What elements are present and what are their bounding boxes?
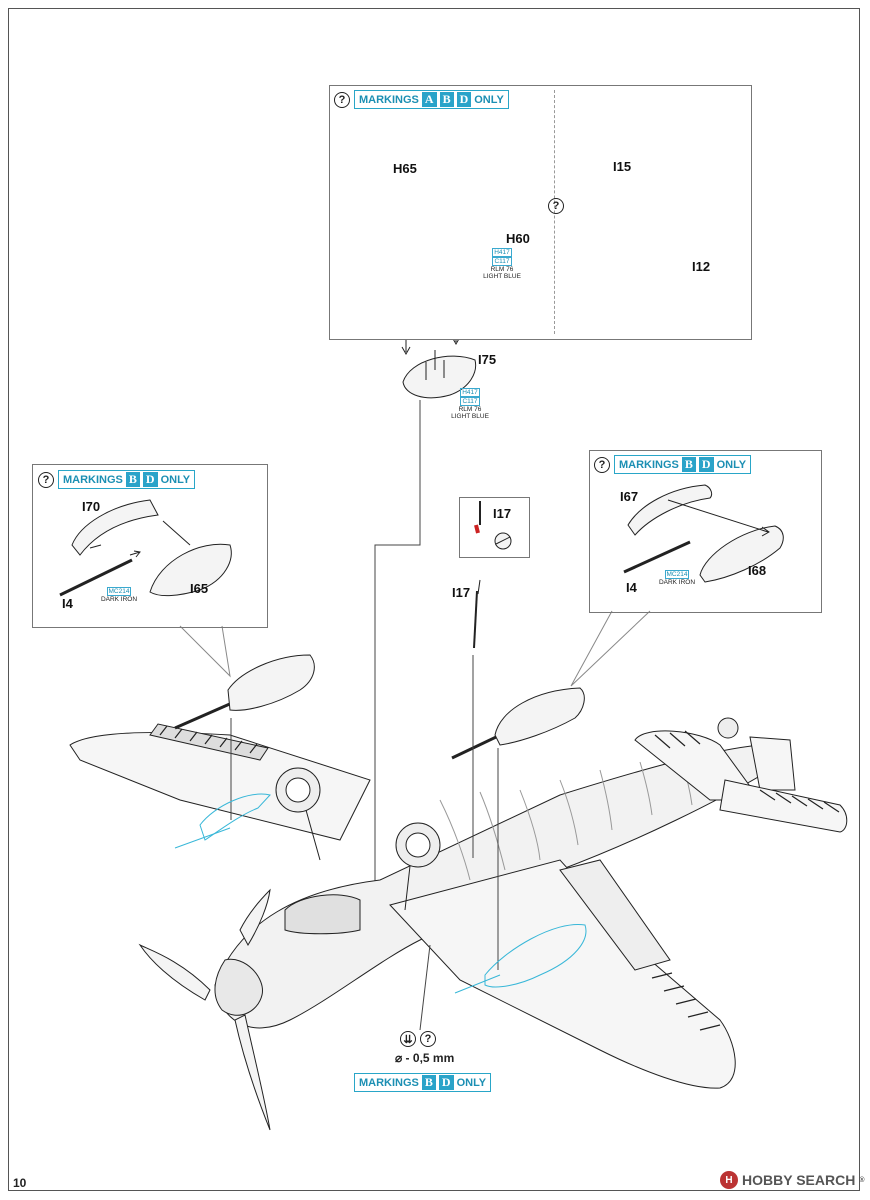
top-callout <box>329 85 752 340</box>
markings-prefix: MARKINGS <box>359 1076 419 1089</box>
part-label-h65: H65 <box>393 161 417 176</box>
marking-letter: B <box>439 92 454 107</box>
part-label-i68: I68 <box>748 563 767 578</box>
markings-suffix: ONLY <box>160 473 191 486</box>
part-label-i67: I67 <box>620 489 639 504</box>
part-label-i4: I4 <box>62 596 73 611</box>
paint-code: H417 <box>492 248 512 257</box>
question-icon: ? <box>420 1031 436 1047</box>
markings-suffix: ONLY <box>456 1076 487 1089</box>
part-label-i65: I65 <box>190 581 209 596</box>
markings-badge: MARKINGS A B D ONLY <box>354 90 509 109</box>
paint-code: MC214 <box>106 587 132 596</box>
part-label-i17-aircraft: I17 <box>452 585 471 600</box>
left-callout <box>32 464 268 628</box>
paint-callout-dark-iron: MC214 DARK IRON <box>654 570 700 586</box>
markings-suffix: ONLY <box>716 458 747 471</box>
drill-icon: ⇊ <box>400 1031 416 1047</box>
paint-code: H417 <box>460 388 480 397</box>
small-callout <box>459 497 530 558</box>
paint-code: C117 <box>492 257 512 266</box>
part-label-i4: I4 <box>626 580 637 595</box>
watermark-text: HOBBY SEARCH <box>742 1172 856 1188</box>
marking-letter: D <box>142 472 158 487</box>
paint-callout-dark-iron: MC214 DARK IRON <box>96 587 142 603</box>
marking-letter: A <box>421 92 437 107</box>
page-number: 10 <box>13 1176 27 1190</box>
paint-code: C117 <box>460 397 480 406</box>
right-markings-row: ? MARKINGS B D ONLY <box>594 455 752 474</box>
markings-badge: MARKINGS B D ONLY <box>354 1073 492 1092</box>
marking-letter: D <box>698 457 714 472</box>
markings-prefix: MARKINGS <box>359 93 419 106</box>
right-callout <box>589 450 822 613</box>
paint-desc: DARK IRON <box>100 596 138 603</box>
question-icon: ? <box>334 91 350 108</box>
watermark: H HOBBY SEARCH ® <box>720 1171 864 1189</box>
part-label-i12: I12 <box>692 259 711 274</box>
part-label-i75: I75 <box>478 352 497 367</box>
watermark-logo: H <box>720 1171 738 1189</box>
marking-letter: D <box>438 1075 454 1090</box>
part-label-i15: I15 <box>613 159 632 174</box>
paint-name: RLM 76 <box>490 266 514 273</box>
left-markings-row: ? MARKINGS B D ONLY <box>38 470 196 489</box>
page-frame <box>8 8 860 1191</box>
markings-prefix: MARKINGS <box>63 473 123 486</box>
bottom-markings-row: MARKINGS B D ONLY <box>354 1073 492 1092</box>
option-question-icon: ? <box>548 198 564 214</box>
paint-desc: LIGHT BLUE <box>483 273 521 280</box>
markings-prefix: MARKINGS <box>619 458 679 471</box>
drill-size: ⌀ - 0,5 mm <box>395 1051 455 1065</box>
paint-code: MC214 <box>664 570 690 579</box>
marking-letter: B <box>681 457 696 472</box>
paint-callout-rlm76: H417 C117 RLM 76 LIGHT BLUE <box>478 248 526 280</box>
marking-letter: B <box>421 1075 436 1090</box>
markings-badge: MARKINGS B D ONLY <box>614 455 752 474</box>
question-icon: ? <box>594 456 610 473</box>
paint-desc: DARK IRON <box>658 579 696 586</box>
part-label-i70: I70 <box>82 499 101 514</box>
paint-name: RLM 76 <box>458 406 482 413</box>
marking-letter: D <box>456 92 472 107</box>
paint-callout-rlm76: H417 C117 RLM 76 LIGHT BLUE <box>446 388 494 420</box>
part-label-h60: H60 <box>506 231 530 246</box>
markings-badge: MARKINGS B D ONLY <box>58 470 196 489</box>
markings-suffix: ONLY <box>474 93 504 106</box>
part-label-i17: I17 <box>493 506 512 521</box>
top-markings-row: ? MARKINGS A B D ONLY <box>334 90 509 109</box>
drill-icons: ⇊ ? <box>400 1031 436 1047</box>
watermark-trademark: ® <box>859 1176 865 1184</box>
paint-desc: LIGHT BLUE <box>451 413 489 420</box>
marking-letter: B <box>125 472 140 487</box>
question-icon: ? <box>38 471 54 488</box>
